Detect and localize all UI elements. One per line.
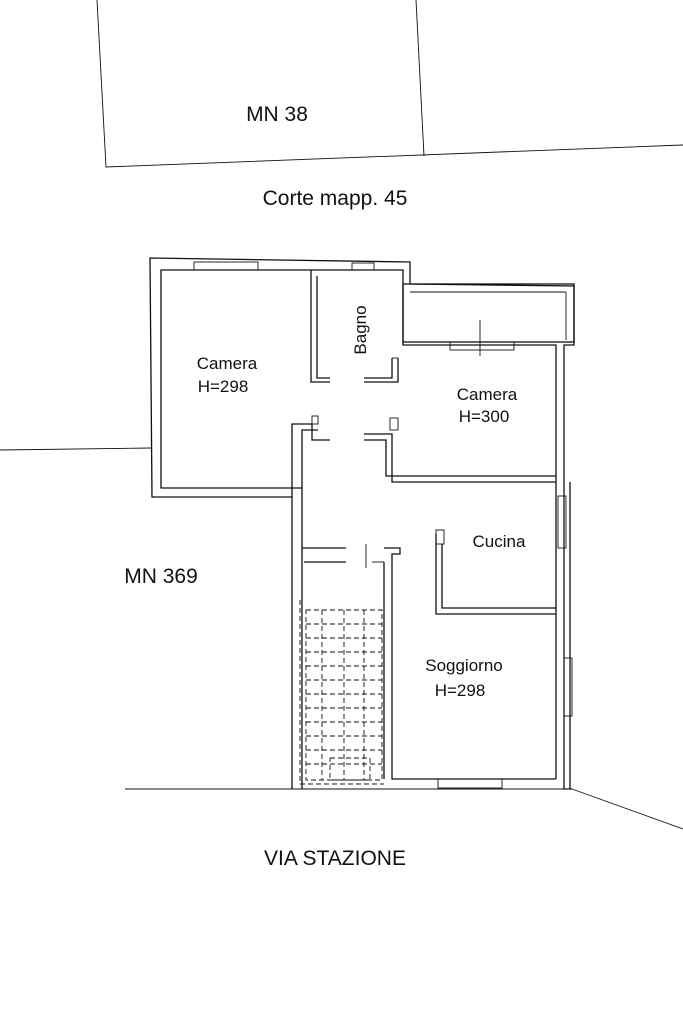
parcel-369-label: MN 369 — [124, 565, 198, 588]
stair-wall-north-east — [384, 547, 401, 780]
cucina-wall-inner — [441, 544, 556, 609]
street-label: VIA STAZIONE — [264, 847, 406, 870]
window-bagno — [351, 262, 375, 271]
room-height-camera-ne: H=300 — [459, 407, 510, 426]
outer-walls — [149, 257, 575, 790]
parcel-38-east-line — [415, 0, 425, 157]
camera-ne-wall — [364, 439, 556, 477]
room-name-cucina: Cucina — [473, 532, 526, 551]
camera-nw-door-jamb-inner — [301, 429, 318, 488]
bagno-wall-west — [310, 270, 330, 383]
bagno-wall-east-inner — [364, 358, 393, 379]
cucina-door-stub — [435, 529, 445, 545]
room-height-soggiorno: H=298 — [435, 681, 486, 700]
window-camera-nw — [193, 261, 259, 271]
camera-nw-door-jamb — [291, 423, 330, 497]
window-cucina — [557, 495, 567, 549]
room-height-camera-nw: H=298 — [198, 377, 249, 396]
bagno-wall-east — [364, 358, 399, 383]
camera-nw-door-stub — [311, 415, 319, 425]
cadastral-lines — [0, 0, 683, 830]
interior-walls — [291, 270, 556, 780]
inner-wall-contour — [160, 269, 557, 789]
stair-landing — [329, 757, 371, 781]
window-camera-ne — [449, 341, 515, 351]
staircase — [299, 600, 384, 785]
bagno-wall-west-inner — [316, 276, 330, 379]
room-name-bagno: Bagno — [351, 305, 370, 354]
cucina-wall — [435, 534, 556, 615]
parcel-38-boundary — [96, 0, 683, 168]
courtyard-label: Corte mapp. 45 — [263, 187, 408, 210]
room-name-camera-nw: Camera — [197, 354, 258, 373]
parcel-38-label: MN 38 — [246, 103, 308, 126]
window-soggiorno-south — [437, 778, 503, 789]
camera-ne-wall-inner — [364, 433, 556, 483]
cut-marks — [365, 320, 481, 568]
parcel-369-north-line — [0, 447, 153, 451]
room-name-soggiorno: Soggiorno — [425, 656, 503, 675]
room-name-camera-ne: Camera — [457, 385, 518, 404]
camera-ne-door-stub — [389, 417, 399, 431]
street-line-east — [571, 788, 683, 830]
window-soggiorno-east — [563, 657, 573, 717]
balcony — [402, 283, 575, 343]
windows — [193, 261, 573, 789]
